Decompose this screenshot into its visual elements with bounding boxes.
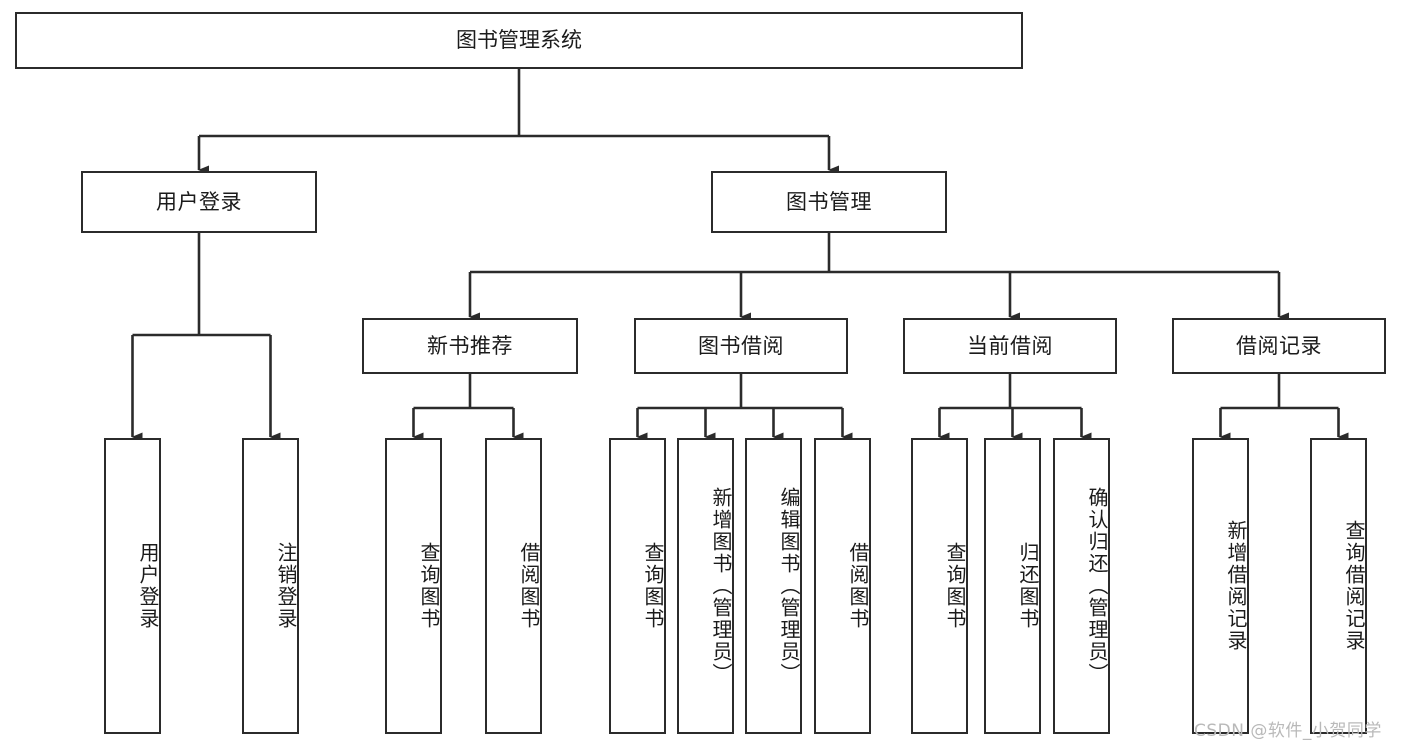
node-label: 图书管理系统: [456, 28, 582, 53]
node-book-borrow[interactable]: 图书借阅: [634, 318, 848, 374]
node-label: 新增借阅记录: [1224, 520, 1248, 652]
node-leaf-query-book-recommend[interactable]: 查询图书: [385, 438, 442, 734]
node-label: 查询图书: [417, 542, 441, 630]
node-label: 借阅图书: [517, 542, 541, 630]
node-leaf-query-borrow-record[interactable]: 查询借阅记录: [1310, 438, 1367, 734]
node-new-book-recommend[interactable]: 新书推荐: [362, 318, 578, 374]
node-borrow-record[interactable]: 借阅记录: [1172, 318, 1386, 374]
node-label: 借阅记录: [1236, 333, 1322, 358]
node-leaf-borrow-book[interactable]: 借阅图书: [814, 438, 871, 734]
node-leaf-logout[interactable]: 注销登录: [242, 438, 299, 734]
node-label: 查询借阅记录: [1342, 520, 1366, 652]
node-user-login[interactable]: 用户登录: [81, 171, 317, 233]
node-label: 新书推荐: [427, 333, 513, 358]
node-label: 当前借阅: [967, 333, 1053, 358]
watermark-label: CSDN @软件_小贺同学: [1194, 721, 1382, 741]
node-leaf-return-book[interactable]: 归还图书: [984, 438, 1041, 734]
node-leaf-query-book-borrow[interactable]: 查询图书: [609, 438, 666, 734]
node-root[interactable]: 图书管理系统: [15, 12, 1023, 69]
node-label: 新增图书（管理员）: [709, 487, 733, 685]
node-label: 编辑图书（管理员）: [777, 487, 801, 685]
node-label: 用户登录: [156, 189, 242, 214]
node-label: 图书借阅: [698, 333, 784, 358]
node-leaf-add-book[interactable]: 新增图书（管理员）: [677, 438, 734, 734]
connector-lines: [131, 69, 1349, 442]
node-label: 查询图书: [943, 542, 967, 630]
node-label: 确认归还（管理员）: [1085, 487, 1109, 685]
node-leaf-query-book-current[interactable]: 查询图书: [911, 438, 968, 734]
node-leaf-borrow-book-recommend[interactable]: 借阅图书: [485, 438, 542, 734]
node-leaf-edit-book[interactable]: 编辑图书（管理员）: [745, 438, 802, 734]
node-current-borrow[interactable]: 当前借阅: [903, 318, 1117, 374]
node-label: 查询图书: [641, 542, 665, 630]
node-label: 用户登录: [136, 542, 160, 630]
node-label: 图书管理: [786, 189, 872, 214]
node-leaf-confirm-return[interactable]: 确认归还（管理员）: [1053, 438, 1110, 734]
node-label: 归还图书: [1016, 542, 1040, 630]
node-label: 注销登录: [274, 542, 298, 630]
node-book-management[interactable]: 图书管理: [711, 171, 947, 233]
node-label: 借阅图书: [846, 542, 870, 630]
node-leaf-user-login[interactable]: 用户登录: [104, 438, 161, 734]
node-leaf-add-borrow-record[interactable]: 新增借阅记录: [1192, 438, 1249, 734]
